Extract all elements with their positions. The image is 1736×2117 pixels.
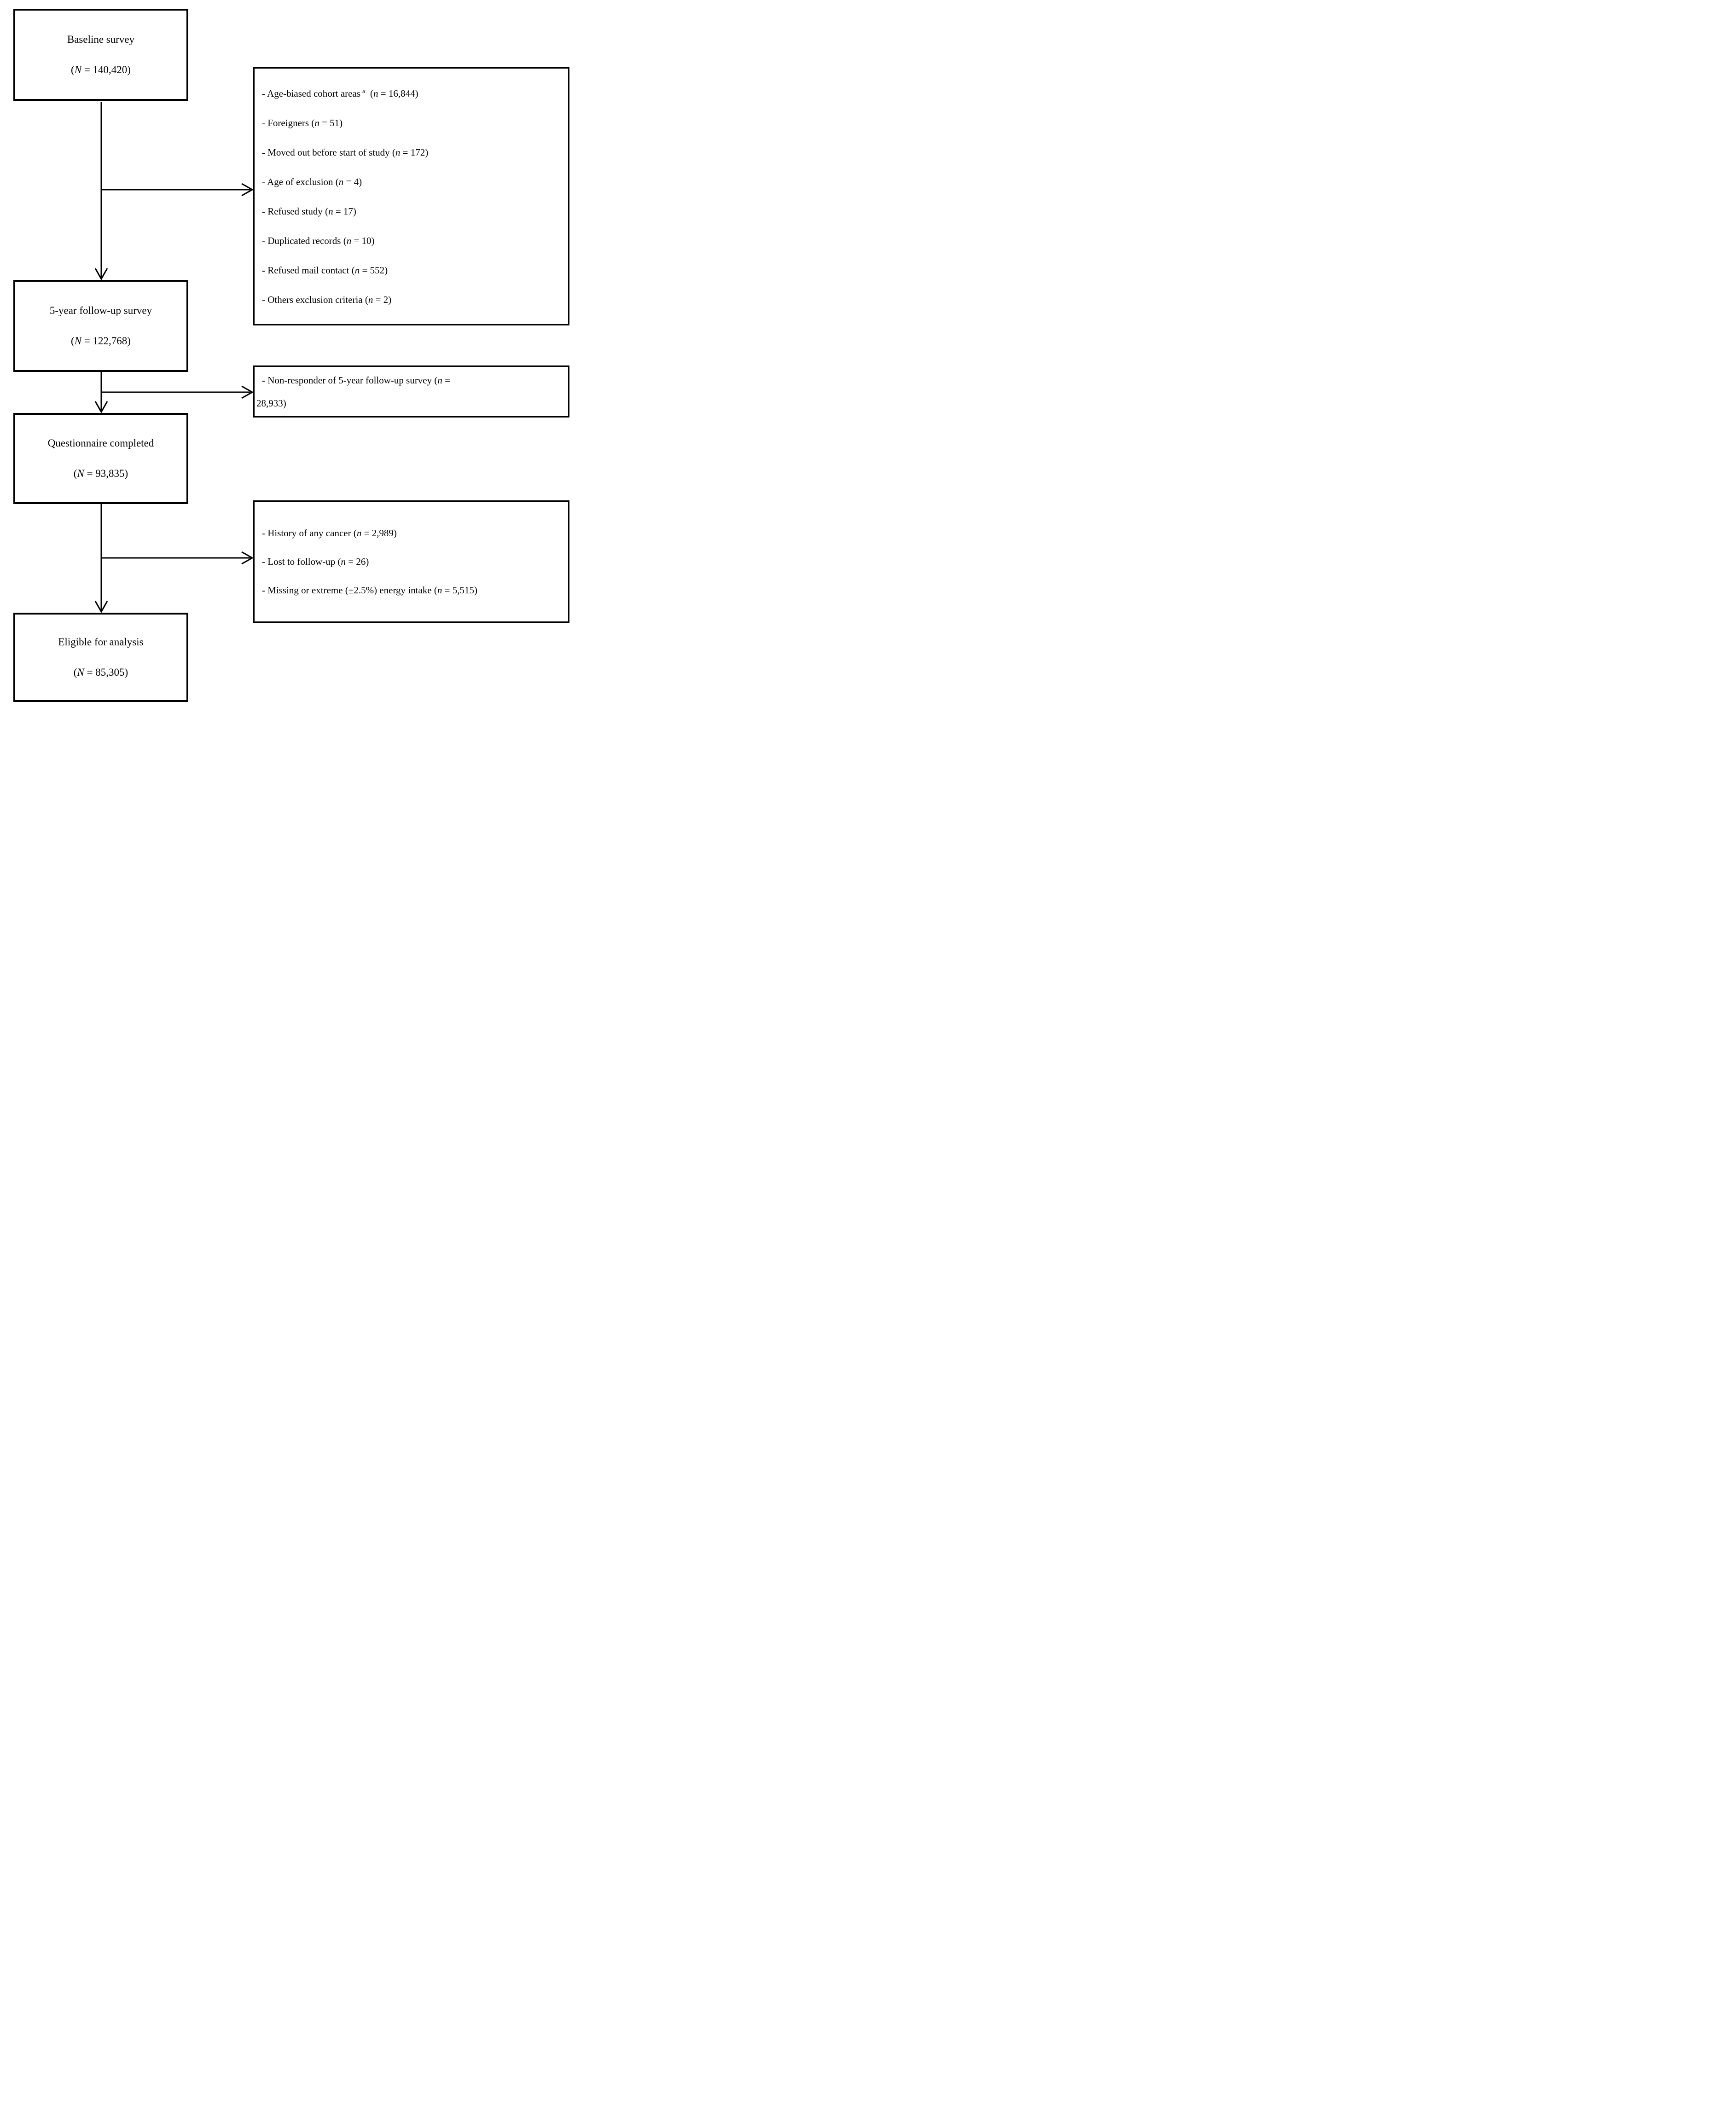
arrow-analysis-exclusions <box>101 551 254 565</box>
arrow-baseline-to-followup <box>94 102 108 281</box>
exclusion-item: - Others exclusion criteria (n = 2) <box>262 294 392 305</box>
box-label: Baseline survey <box>67 34 135 45</box>
study-flow-diagram: Baseline survey (N = 140,420) 5-year fol… <box>0 0 579 706</box>
box-baseline-survey: Baseline survey (N = 140,420) <box>13 9 188 101</box>
exclusion-item: - Foreigners (n = 51) <box>262 117 343 128</box>
exclusion-item-value-line: 28,933) <box>256 397 286 409</box>
exclusion-item: - Refused study (n = 17) <box>262 205 356 217</box>
box-count: (N = 85,305) <box>73 667 128 678</box>
arrow-followup-to-questionnaire <box>94 371 108 414</box>
arrow-baseline-exclusions <box>101 183 254 197</box>
box-label: Eligible for analysis <box>58 636 144 648</box>
box-label: 5-year follow-up survey <box>49 305 152 316</box>
exclusion-item: - Refused mail contact (n = 552) <box>262 264 388 276</box>
footnote-marker: a <box>362 87 365 94</box>
exclusion-item: - Duplicated records (n = 10) <box>262 235 375 246</box>
exclusion-item: - Age of exclusion (n = 4) <box>262 176 362 187</box>
box-nonresponder-exclusion: - Non-responder of 5-year follow-up surv… <box>253 365 569 418</box>
arrow-nonresponder-exclusion <box>101 385 254 399</box>
exclusion-item: - Lost to follow-up (n = 26) <box>262 556 369 567</box>
box-analysis-exclusions: - History of any cancer (n = 2,989) - Los… <box>253 500 569 623</box>
exclusion-item: - Moved out before start of study (n = 1… <box>262 146 429 158</box>
box-eligible-for-analysis: Eligible for analysis (N = 85,305) <box>13 613 188 702</box>
arrow-questionnaire-to-eligible <box>94 503 108 614</box>
box-5-year-follow-up-survey: 5-year follow-up survey (N = 122,768) <box>13 280 188 372</box>
box-questionnaire-completed: Questionnaire completed (N = 93,835) <box>13 413 188 504</box>
box-count: (N = 122,768) <box>71 335 131 347</box>
box-count: (N = 140,420) <box>71 64 131 75</box>
exclusion-item: - History of any cancer (n = 2,989) <box>262 528 397 539</box>
exclusion-item: - Missing or extreme (±2.5%) energy inta… <box>262 585 477 596</box>
box-label: Questionnaire completed <box>47 437 154 449</box>
box-count: (N = 93,835) <box>73 468 128 479</box>
exclusion-item: - Non-responder of 5-year follow-up surv… <box>255 369 568 415</box>
